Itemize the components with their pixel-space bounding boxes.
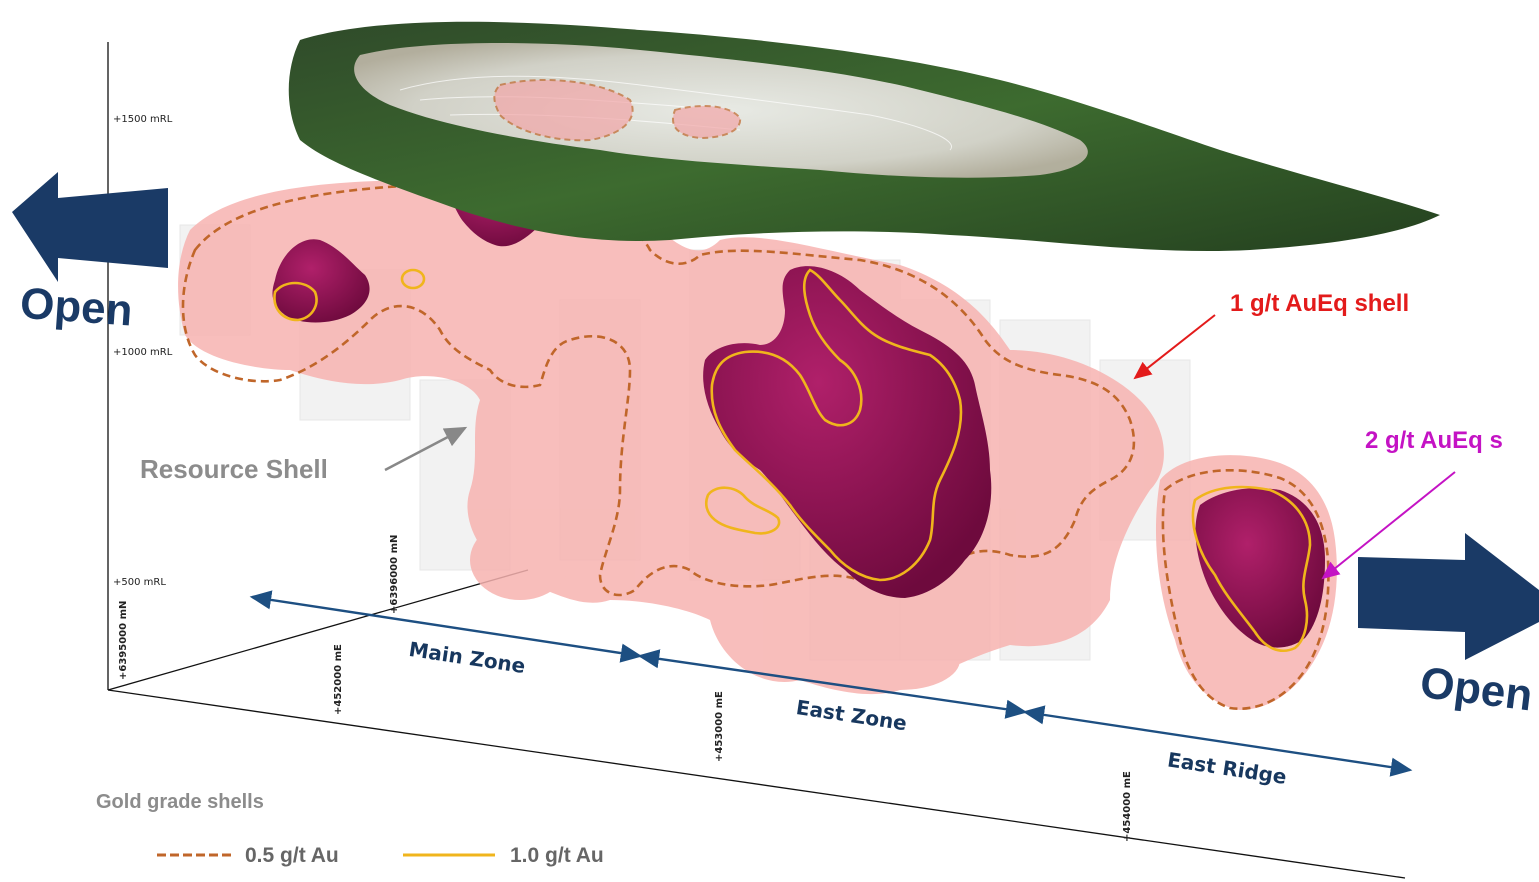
northing-label-6395000: +6395000 mN: [118, 601, 129, 680]
legend-title: Gold grade shells: [96, 791, 264, 813]
zone-label-east: East Zone: [795, 695, 909, 735]
legend-item-1.0g: 1.0 g/t Au: [510, 844, 604, 867]
northing-label-6396000: +6396000 mN: [389, 535, 400, 614]
elevation-label-500: +500 mRL: [113, 577, 166, 588]
elevation-label-1000: +1000 mRL: [113, 347, 173, 358]
legend-item-0.5g: 0.5 g/t Au: [245, 844, 339, 867]
callout-resource-shell: Resource Shell: [140, 454, 328, 484]
callout-2g-shell: 2 g/t AuEq s: [1365, 427, 1503, 454]
easting-label-453000: +453000 mE: [714, 691, 725, 762]
easting-label-452000: +452000 mE: [333, 644, 344, 715]
easting-label-454000: +454000 mE: [1122, 771, 1133, 842]
open-left-label: Open: [19, 279, 135, 336]
zone-label-east-ridge: East Ridge: [1166, 747, 1288, 788]
elevation-label-1500: +1500 mRL: [113, 114, 173, 125]
open-left-arrow: [12, 172, 168, 282]
open-right-label: Open: [1418, 658, 1536, 720]
open-right-arrow: [1358, 533, 1539, 660]
legend: Gold grade shells 0.5 g/t Au 1.0 g/t Au: [96, 791, 604, 867]
callout-1g-shell: 1 g/t AuEq shell: [1230, 290, 1409, 317]
zone-label-main: Main Zone: [407, 637, 527, 678]
